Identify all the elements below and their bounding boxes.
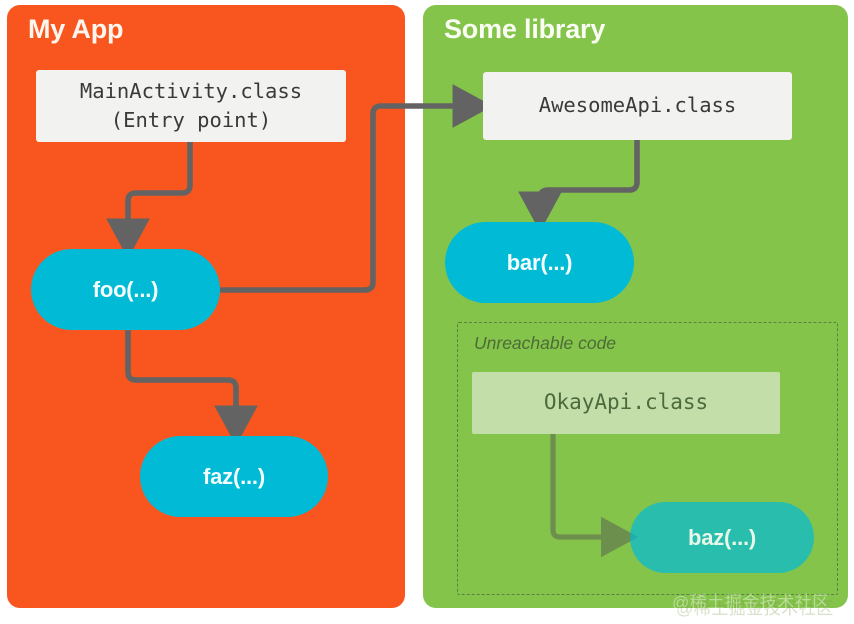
- node-bar-label: bar(...): [506, 249, 573, 275]
- node-baz-method[interactable]: baz(...): [630, 502, 814, 573]
- panel-my-app-title: My App: [28, 14, 124, 44]
- node-awesomeapi-label: AwesomeApi.class: [538, 93, 737, 118]
- node-mainactivity-line2: (Entry point): [110, 108, 272, 132]
- node-faz-method[interactable]: faz(...): [140, 436, 328, 517]
- watermark-shadow: @稀土掘金技术社区: [676, 599, 834, 618]
- node-okayapi-class[interactable]: OkayApi.class: [472, 372, 780, 434]
- node-mainactivity-line1: MainActivity.class: [79, 78, 303, 103]
- watermark: @稀土掘金技术社区: [672, 593, 830, 612]
- node-mainactivity-class[interactable]: MainActivity.class (Entry point): [36, 70, 346, 142]
- panel-some-library-title: Some library: [444, 14, 606, 44]
- node-faz-label: faz(...): [203, 463, 265, 489]
- node-baz-label: baz(...): [687, 524, 757, 550]
- node-bar-method[interactable]: bar(...): [445, 222, 634, 303]
- node-okayapi-label: OkayApi.class: [543, 390, 709, 415]
- node-foo-method[interactable]: foo(...): [31, 249, 220, 330]
- node-foo-label: foo(...): [92, 276, 159, 302]
- unreachable-code-label: Unreachable code: [474, 333, 617, 353]
- node-awesomeapi-class[interactable]: AwesomeApi.class: [483, 72, 792, 140]
- unreachable-code-group: [457, 322, 838, 595]
